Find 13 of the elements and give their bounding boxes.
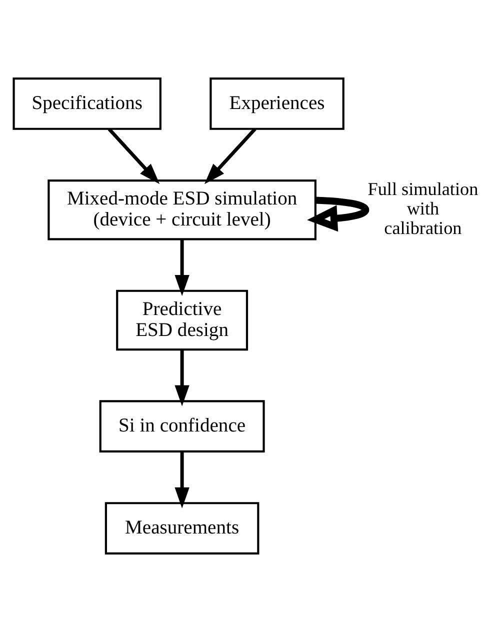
arrow (174, 451, 190, 508)
arrow (174, 239, 190, 296)
arrow (307, 196, 370, 232)
arrow (174, 349, 190, 406)
edge-label: Full simulation with calibration (368, 178, 478, 238)
node-box: Predictive ESD design (116, 289, 248, 350)
arrow (204, 127, 256, 184)
node-box: Mixed-mode ESD simulation (device + circuit level) (48, 178, 316, 240)
node-box: Specifications (12, 77, 162, 130)
node-box: Experiences (210, 77, 344, 130)
node-box: Measurements (104, 502, 260, 554)
arrow (108, 127, 160, 184)
node-box: Si in confidence (99, 400, 265, 452)
